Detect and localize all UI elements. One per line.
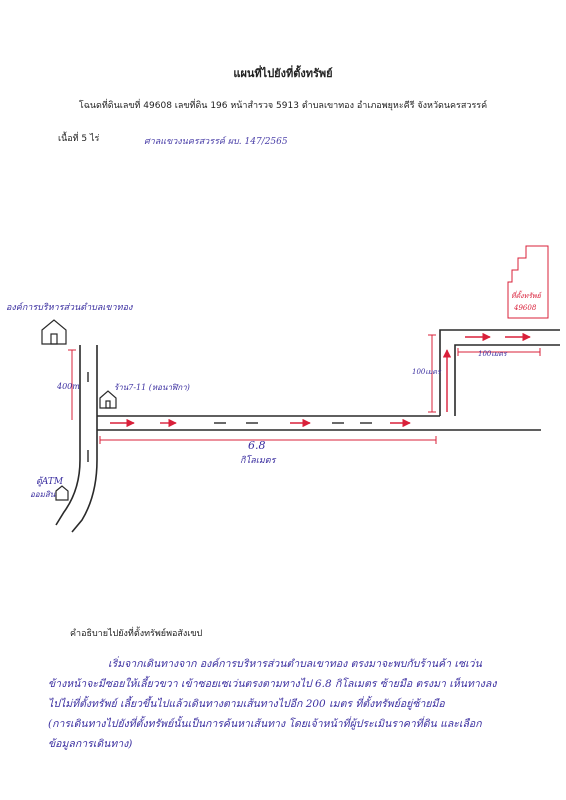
deed-info: โฉนดที่ดินเลขที่ 49608 เลขที่ดิน 196 หน้… <box>78 101 488 111</box>
property-label: ที่ตั้งทรัพย์ <box>511 290 543 300</box>
road-left-west-edge <box>55 345 81 526</box>
description-line: ข้อมูลการเดินทาง) <box>48 738 133 750</box>
distance-100-horizontal-value: 100เมตร <box>478 350 508 358</box>
road-dashes <box>87 372 372 462</box>
route-arrows <box>110 332 531 428</box>
description-heading: คำอธิบายไปยังที่ตั้งทรัพย์พอสังเขป <box>70 629 203 639</box>
handwritten-court-note: ศาลแขวงนครสวรรค์ ผบ. 147/2565 <box>144 137 288 147</box>
distance-main-unit: กิโลเมตร <box>240 454 277 466</box>
road-network <box>55 329 560 533</box>
description-body: เริ่มจากเดินทางจาก องค์การบริหารส่วนตำบล… <box>48 654 548 754</box>
atm-building-icon <box>55 485 69 501</box>
document-title: แผนที่ไปยังที่ตั้งทรัพย์ <box>233 67 333 80</box>
road-left-east-edge <box>71 345 98 533</box>
distance-400-dimension <box>68 349 76 420</box>
road-connector-east-edge <box>454 344 560 416</box>
description-line: (การเดินทางไปยังที่ตั้งทรัพย์นั้นเป็นการ… <box>48 718 482 730</box>
landmark-atm-label: ตู้ATM <box>36 476 64 487</box>
distance-main-dimension <box>99 436 437 444</box>
landmark-tao-label: องค์การบริหารส่วนตำบลเขาทอง <box>6 302 133 313</box>
tao-building-icon <box>41 319 67 345</box>
shop-building-icon <box>99 390 117 409</box>
distance-100-horizontal-dimension <box>457 348 541 356</box>
area-row: เนื้อที่ 5 ไร่ <box>58 131 99 145</box>
area-label: เนื้อที่ 5 ไร่ <box>58 134 100 144</box>
distance-100-vertical-dimension <box>428 334 436 413</box>
property-deed-number: 49608 <box>513 304 537 312</box>
distance-400-value: 400m <box>56 382 80 391</box>
location-map: 6.8 กิโลเมตร 400m 100เมตร 100เมตร องค์กา… <box>6 245 560 533</box>
landmark-shop-label: ร้าน7-11 (หอนาฬิกา) <box>114 383 190 392</box>
distance-100-vertical-value: 100เมตร <box>412 368 442 376</box>
landmark-atm-sub-label: ออมสิน <box>30 490 56 499</box>
description-line: ไปไม่ที่ตั้งทรัพย์ เลี้ยวขึ้นไปแล้วเดินท… <box>48 698 445 710</box>
description-line: เริ่มจากเดินทางจาก องค์การบริหารส่วนตำบล… <box>108 658 482 670</box>
road-connector-west-edge <box>439 329 560 416</box>
property-plot <box>507 245 549 319</box>
distance-main-value: 6.8 <box>248 439 266 452</box>
description-line: ข้างหน้าจะมีซอยให้เลี้ยวขวา เข้าซอยเซเว่… <box>48 678 497 690</box>
